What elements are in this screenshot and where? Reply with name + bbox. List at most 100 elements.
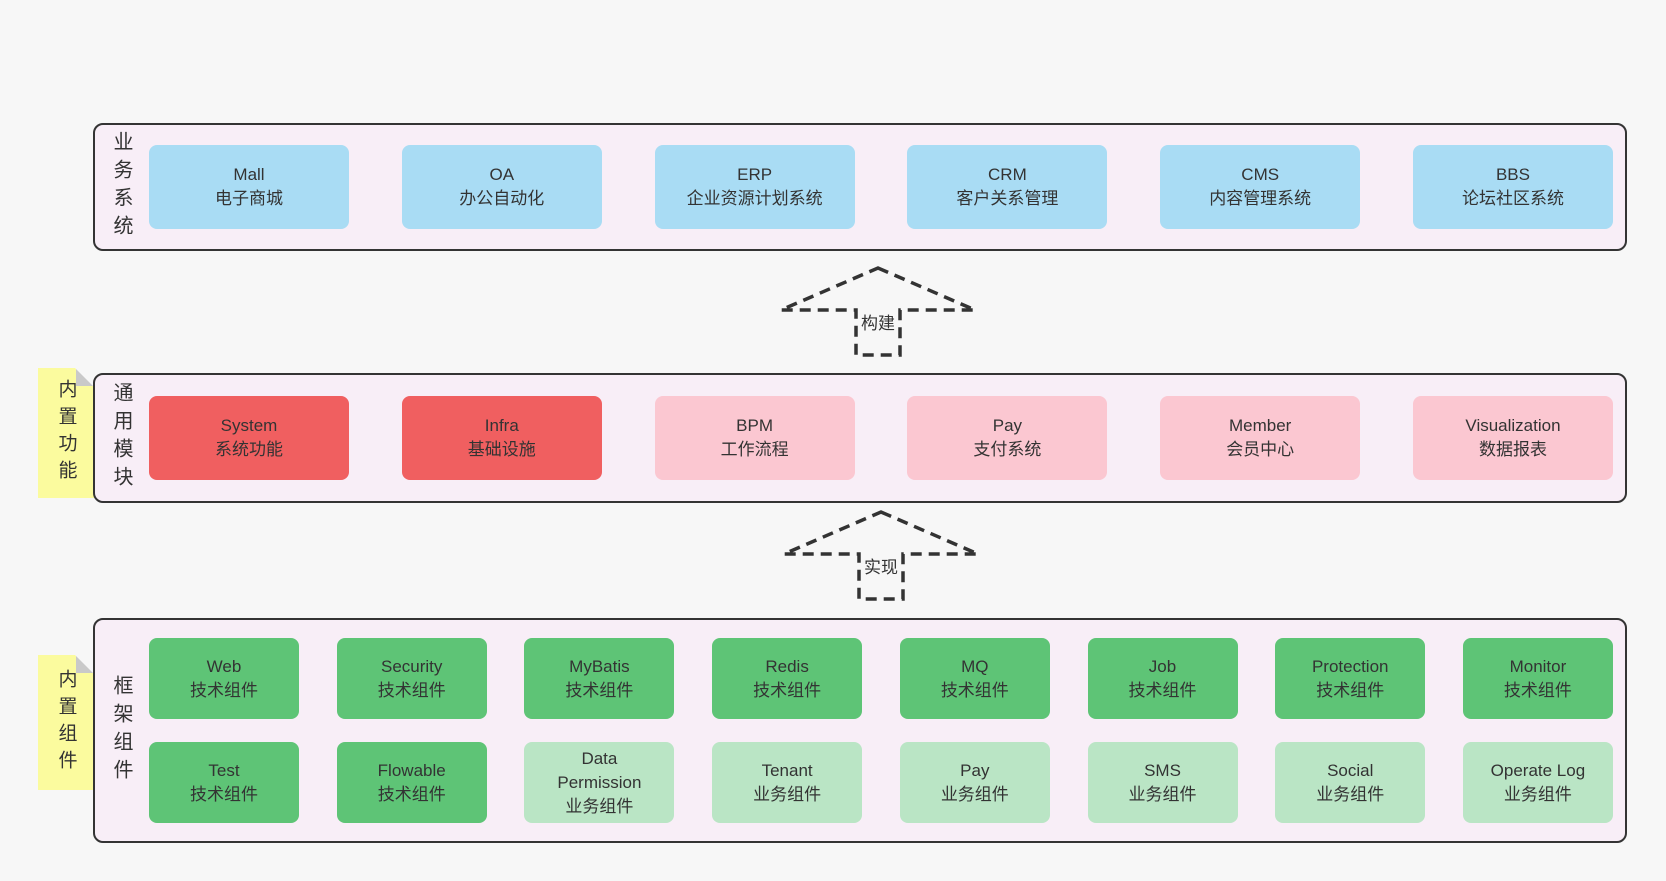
common-modules-box-infra-subtitle: 基础设施: [467, 440, 536, 459]
framework-components-box-tenant-title: Tenant: [761, 760, 813, 780]
framework-components-box-job: Job 技术组件: [1087, 638, 1238, 719]
framework-components-box-social-title: Social: [1327, 760, 1374, 780]
common-modules-box-system: System 系统功能: [149, 396, 349, 480]
common-modules-box-member-subtitle: 会员中心: [1226, 440, 1295, 459]
business-systems-box-cms: CMS 内容管理系统: [1160, 145, 1361, 229]
framework-components-box-flowable: Flowable 技术组件: [336, 742, 487, 823]
framework-components-box-test: Test 技术组件: [149, 742, 299, 823]
framework-components-box-mybatis-subtitle: 技术组件: [565, 680, 634, 700]
framework-components-box-pay: Pay 业务组件: [899, 742, 1050, 823]
framework-components-box-test-title: Test: [208, 760, 240, 780]
common-modules-box-member-title: Member: [1229, 416, 1292, 435]
band-common-modules-boxes: System 系统功能 Infra 基础设施 BPM 工作流程 Pay 支付系统 Member 会…: [147, 375, 1625, 501]
business-systems-box-mall-subtitle: 电子商城: [215, 189, 283, 208]
framework-components-box-tenant: Tenant 业务组件: [712, 742, 863, 823]
common-modules-box-infra: Infra 基础设施: [401, 396, 602, 480]
framework-components-box-flowable-title: Flowable: [377, 760, 446, 780]
framework-components-box-web-title: Web: [206, 656, 242, 676]
business-systems-box-cms-subtitle: 内容管理系统: [1209, 189, 1312, 208]
common-modules-box-system-title: System: [220, 416, 278, 435]
framework-components-box-operate-log-title: Operate Log: [1490, 760, 1586, 780]
band-framework-components-side-label: 框架组件: [110, 674, 132, 787]
business-systems-box-bbs-subtitle: 论坛社区系统: [1461, 189, 1564, 208]
framework-components-box-tenant-subtitle: 业务组件: [753, 784, 822, 804]
common-modules-box-member: Member 会员中心: [1160, 396, 1361, 480]
arrow-build: 构建: [778, 264, 978, 359]
framework-components-box-security-subtitle: 技术组件: [377, 680, 446, 700]
framework-components-box-monitor: Monitor 技术组件: [1462, 638, 1613, 719]
framework-components-box-operate-log: Operate Log 业务组件: [1462, 742, 1613, 823]
common-modules-box-pay-subtitle: 支付系统: [973, 440, 1042, 459]
business-systems-box-oa-title: OA: [489, 165, 515, 184]
framework-components-box-flowable-subtitle: 技术组件: [377, 784, 446, 804]
framework-components-box-mybatis: MyBatis 技术组件: [524, 638, 675, 719]
framework-components-box-sms-subtitle: 业务组件: [1128, 784, 1197, 804]
framework-components-box-data-permission-subtitle: 业务组件: [565, 796, 634, 816]
framework-components-box-data-permission: Data Permission 业务组件: [524, 742, 675, 823]
framework-components-box-mq-title: MQ: [961, 656, 989, 676]
business-systems-box-cms-title: CMS: [1241, 165, 1280, 184]
framework-components-box-protection: Protection 技术组件: [1275, 638, 1426, 719]
common-modules-box-infra-title: Infra: [484, 416, 519, 435]
framework-components-box-web-subtitle: 技术组件: [190, 680, 258, 700]
framework-components-box-security: Security 技术组件: [336, 638, 487, 719]
common-modules-box-bpm-subtitle: 工作流程: [720, 440, 789, 459]
arrow-build-label: 构建: [858, 312, 898, 337]
common-modules-box-bpm-title: BPM: [736, 416, 774, 435]
framework-components-box-protection-subtitle: 技术组件: [1316, 680, 1385, 700]
business-systems-box-erp-subtitle: 企业资源计划系统: [686, 189, 823, 208]
framework-components-box-sms-title: SMS: [1144, 760, 1181, 780]
framework-components-box-social-subtitle: 业务组件: [1316, 784, 1385, 804]
framework-components-box-redis-subtitle: 技术组件: [753, 680, 822, 700]
framework-components-box-job-subtitle: 技术组件: [1128, 680, 1197, 700]
band-common-modules: 通用模块 System 系统功能 Infra 基础设施 BPM 工作流程 Pay 支付系统 Me…: [93, 373, 1627, 503]
framework-components-box-data-permission-title: Data Permission: [557, 748, 642, 792]
framework-components-box-pay-title: Pay: [960, 760, 990, 780]
common-modules-box-visualization-subtitle: 数据报表: [1478, 440, 1547, 459]
framework-components-box-sms: SMS 业务组件: [1087, 742, 1238, 823]
framework-components-box-web: Web 技术组件: [149, 638, 299, 719]
framework-components-box-social: Social 业务组件: [1275, 742, 1426, 823]
common-modules-box-bpm: BPM 工作流程: [654, 396, 855, 480]
arrow-up-icon: [783, 510, 979, 601]
framework-components-box-monitor-subtitle: 技术组件: [1503, 680, 1572, 700]
framework-components-box-monitor-title: Monitor: [1509, 656, 1567, 676]
framework-components-box-mybatis-title: MyBatis: [569, 656, 630, 676]
common-modules-box-pay-title: Pay: [992, 416, 1023, 435]
common-modules-box-visualization: Visualization 数据报表: [1412, 396, 1613, 480]
business-systems-box-erp-title: ERP: [737, 165, 773, 184]
arrow-up-icon: [780, 266, 976, 357]
business-systems-box-oa-subtitle: 办公自动化: [459, 189, 545, 208]
note-built-in-components-label: 内置组件: [55, 668, 77, 777]
business-systems-box-crm-subtitle: 客户关系管理: [956, 189, 1059, 208]
common-modules-box-visualization-title: Visualization: [1465, 416, 1561, 435]
arrow-implement: 实现: [781, 508, 981, 603]
arrow-implement-label: 实现: [861, 556, 901, 581]
note-built-in-components: 内置组件: [38, 655, 94, 790]
business-systems-box-erp: ERP 企业资源计划系统: [654, 145, 855, 229]
framework-components-box-security-title: Security: [380, 656, 443, 676]
business-systems-box-mall-title: Mall: [233, 165, 265, 184]
business-systems-box-mall: Mall 电子商城: [149, 145, 349, 229]
note-built-in-functions-label: 内置功能: [55, 379, 77, 487]
framework-components-box-job-title: Job: [1148, 656, 1177, 676]
framework-components-box-protection-title: Protection: [1311, 656, 1389, 676]
framework-components-box-pay-subtitle: 业务组件: [940, 784, 1009, 804]
band-common-modules-side-label: 通用模块: [110, 382, 132, 494]
framework-components-box-operate-log-subtitle: 业务组件: [1503, 784, 1572, 804]
common-modules-box-system-subtitle: 系统功能: [215, 440, 283, 459]
framework-components-box-test-subtitle: 技术组件: [190, 784, 258, 804]
common-modules-row-1: System 系统功能 Infra 基础设施 BPM 工作流程 Pay 支付系统 Member 会…: [149, 396, 1613, 480]
band-business-systems-side-label: 业务系统: [110, 131, 132, 243]
